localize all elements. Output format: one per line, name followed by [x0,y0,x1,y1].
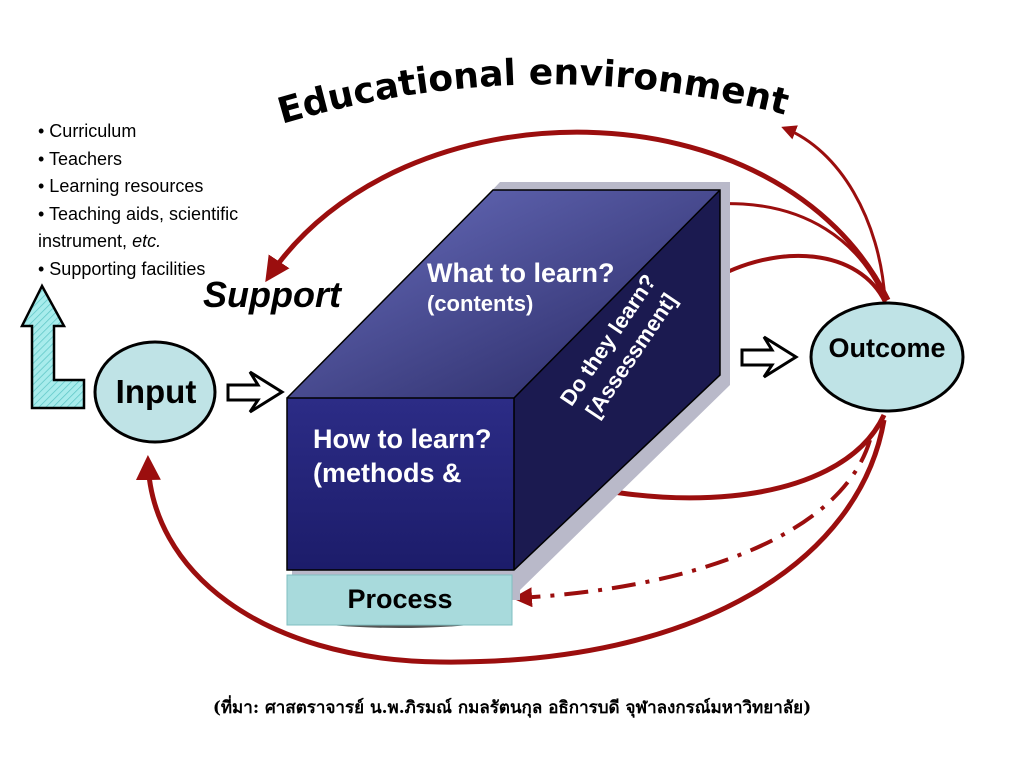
arrow-outcome-to-environment [781,125,887,301]
input-list-item-etc: etc. [132,231,162,251]
input-list-item: • Teaching aids, scientific instrument, … [38,201,328,256]
source-note: (ที่มา: ศาสตราจารย์ น.พ.ภิรมณ์ กมลรัตนกุ… [212,698,812,718]
box-side-face [514,190,720,570]
input-list-item-text: • Teaching aids, scientific instrument, [38,203,239,252]
outcome-node [809,301,965,413]
diagram-title: Educational environment [273,52,793,132]
arrow-outcome-to-support [265,129,891,302]
input-node [93,340,217,444]
input-label: Input [115,373,197,410]
box-top-face [287,190,720,398]
arrow-outcome-to-process-dashed [512,439,872,608]
input-list-item: • Teachers [38,148,123,169]
box-top-label: What to learn? (contents) [427,258,615,317]
how-to-learn-label: How to learn? (methods & [313,424,492,488]
contents-label: (contents) [427,291,534,316]
input-list-item: • Supporting facilities [38,258,206,279]
box-front-face [287,398,514,570]
input-list-item: • Learning resources [38,176,204,196]
right-arrow-icon [226,370,285,414]
right-arrow-icon [740,335,799,379]
support-label: Support [203,274,341,315]
input-list: • Curriculum • Teachers • Learning resou… [38,118,328,283]
outcome-label: Outcome [828,333,946,363]
arrow-outcome-to-assessment [704,253,887,303]
what-to-learn-label: What to learn? [427,258,615,288]
process-box [286,574,513,626]
up-arrow-icon [19,283,86,410]
process-label: Process [347,584,453,614]
input-list-item: • Curriculum [38,121,137,141]
arrow-outcome-to-input [135,419,887,665]
